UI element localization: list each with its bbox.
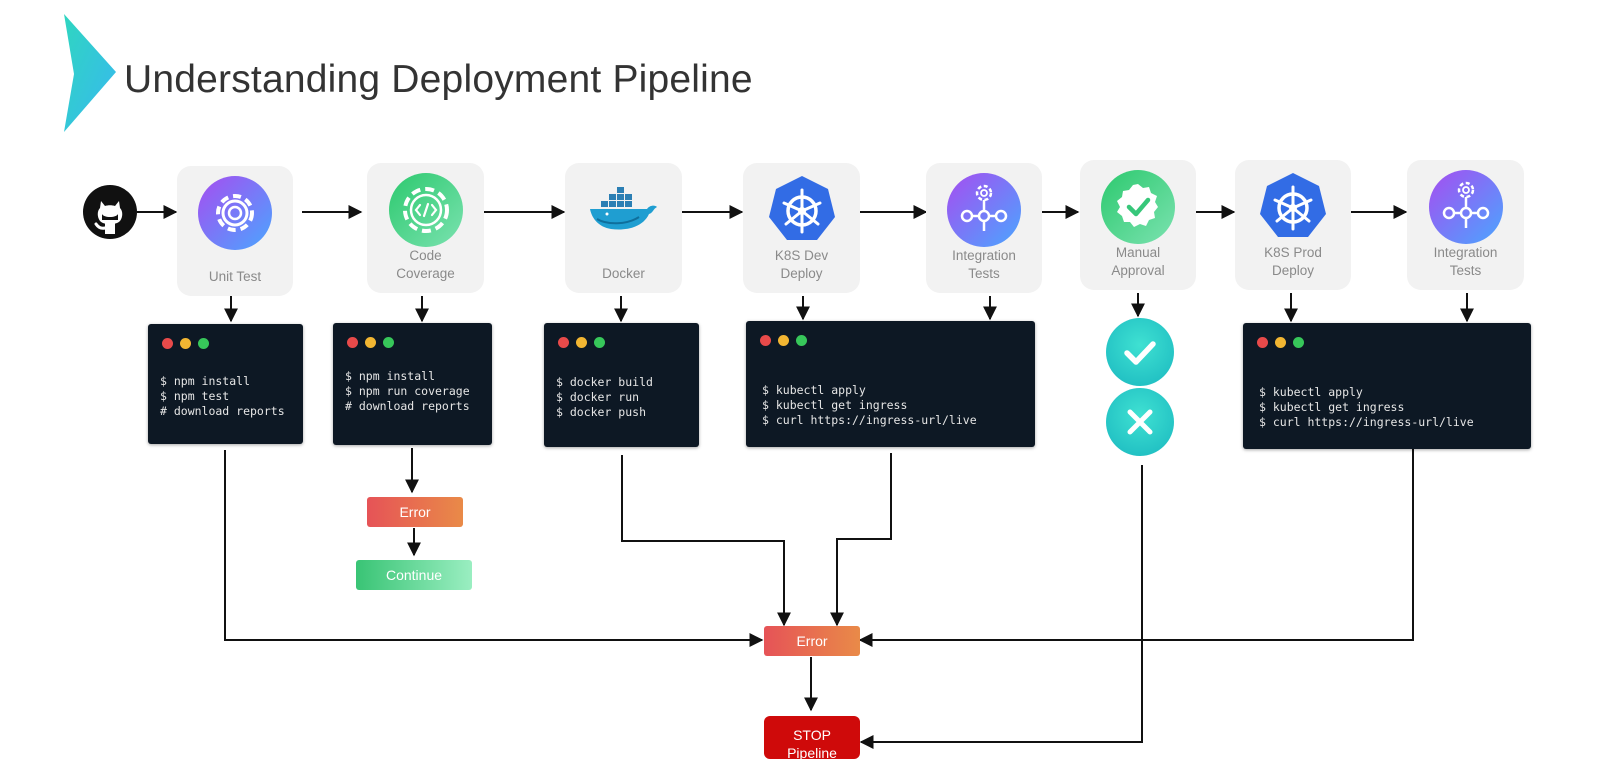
code-line: # download reports <box>345 399 470 413</box>
stage-integration-tests-1[interactable]: Integration Tests <box>926 163 1042 293</box>
window-dots <box>760 333 814 347</box>
close-dot <box>1257 337 1268 348</box>
approval-badge-icon <box>1101 170 1175 244</box>
window-dots <box>347 335 401 349</box>
stage-label: Manual Approval <box>1111 245 1165 278</box>
window-dots <box>1257 335 1311 349</box>
docker-fail-arrow <box>621 455 791 627</box>
reject-to-stop-arrow <box>859 465 1143 749</box>
coverage-error-node: Error <box>367 497 463 527</box>
stage-manual-approval[interactable]: Manual Approval <box>1080 160 1196 290</box>
approve-button[interactable] <box>1106 318 1174 386</box>
stage-label: Code Coverage <box>396 248 455 281</box>
minimize-dot <box>1275 337 1286 348</box>
integration-gears-icon <box>1428 170 1503 244</box>
terminal-k8s-dev: $ kubectl apply$ kubectl get ingress$ cu… <box>746 321 1035 447</box>
integration2-fail-arrow <box>858 448 1414 647</box>
code-gear-icon <box>388 173 463 247</box>
code-line: $ kubectl apply <box>762 383 866 397</box>
code-line: $ curl https://ingress-url/live <box>762 413 977 427</box>
stage-label: Docker <box>602 266 645 281</box>
minimize-dot <box>365 337 376 348</box>
code-line: $ npm run coverage <box>345 384 470 398</box>
terminal-code: $ kubectl apply$ kubectl get ingress$ cu… <box>762 383 977 428</box>
stage-integration-tests-2[interactable]: Integration Tests <box>1407 160 1524 290</box>
terminal-code-coverage: $ npm install$ npm run coverage# downloa… <box>333 323 492 445</box>
gear-icon <box>198 176 272 250</box>
github-icon[interactable] <box>82 184 138 240</box>
code-line: $ npm install <box>160 374 251 388</box>
close-dot <box>162 338 173 349</box>
terminal-code: $ kubectl apply$ kubectl get ingress$ cu… <box>1259 385 1474 430</box>
maximize-dot <box>796 335 807 346</box>
terminal-docker: $ docker build$ docker run$ docker push <box>544 323 699 447</box>
window-dots <box>558 335 612 349</box>
stage-label: Integration Tests <box>1433 245 1498 278</box>
stage-docker[interactable]: Docker <box>565 163 682 293</box>
code-line: $ docker run <box>556 390 640 404</box>
window-dots <box>162 336 216 350</box>
central-error-node: Error <box>764 626 860 656</box>
code-line: $ curl https://ingress-url/live <box>1259 415 1474 429</box>
code-line: $ docker push <box>556 405 647 419</box>
stop-pipeline-node: STOP Pipeline <box>764 716 860 761</box>
docker-whale-icon <box>589 187 657 230</box>
stage-label: Unit Test <box>208 269 262 284</box>
code-line: $ kubectl get ingress <box>762 398 908 412</box>
code-line: $ npm install <box>345 369 436 383</box>
stage-code-coverage[interactable]: Code Coverage <box>367 163 484 293</box>
stage-label: Integration Tests <box>952 248 1016 281</box>
minimize-dot <box>576 337 587 348</box>
close-dot <box>347 337 358 348</box>
coverage-continue-node: Continue <box>356 560 472 590</box>
code-line: $ kubectl get ingress <box>1259 400 1405 414</box>
kubernetes-icon <box>1260 173 1326 237</box>
maximize-dot <box>1293 337 1304 348</box>
terminal-k8s-prod: $ kubectl apply$ kubectl get ingress$ cu… <box>1243 323 1531 449</box>
reject-button[interactable] <box>1106 388 1174 456</box>
code-line: $ docker build <box>556 375 653 389</box>
code-line: $ npm test <box>160 389 230 403</box>
terminal-unit-test: $ npm install$ npm test# download report… <box>148 324 303 444</box>
terminal-code: $ docker build$ docker run$ docker push <box>556 375 653 420</box>
check-icon <box>1124 341 1156 365</box>
terminal-code: $ npm install$ npm test# download report… <box>160 374 285 419</box>
page-title: Understanding Deployment Pipeline <box>124 58 753 101</box>
stage-unit-test[interactable]: Unit Test <box>177 166 293 296</box>
stage-label: K8S Prod Deploy <box>1264 245 1322 278</box>
unit-fail-arrow <box>224 450 764 647</box>
stage-label: K8S Dev Deploy <box>774 248 829 281</box>
integration-gears-icon <box>947 173 1021 247</box>
maximize-dot <box>198 338 209 349</box>
k8sdev-fail-arrow <box>830 453 892 627</box>
stage-k8s-prod-deploy[interactable]: K8S Prod Deploy <box>1235 160 1351 290</box>
code-line: $ kubectl apply <box>1259 385 1363 399</box>
maximize-dot <box>594 337 605 348</box>
terminal-code: $ npm install$ npm run coverage# downloa… <box>345 369 470 414</box>
close-icon <box>1127 409 1153 435</box>
close-dot <box>760 335 771 346</box>
maximize-dot <box>383 337 394 348</box>
kubernetes-icon <box>768 176 835 240</box>
code-line: # download reports <box>160 404 285 418</box>
close-dot <box>558 337 569 348</box>
minimize-dot <box>180 338 191 349</box>
brand-chevron-logo <box>64 14 116 132</box>
minimize-dot <box>778 335 789 346</box>
stage-k8s-dev-deploy[interactable]: K8S Dev Deploy <box>743 163 860 293</box>
